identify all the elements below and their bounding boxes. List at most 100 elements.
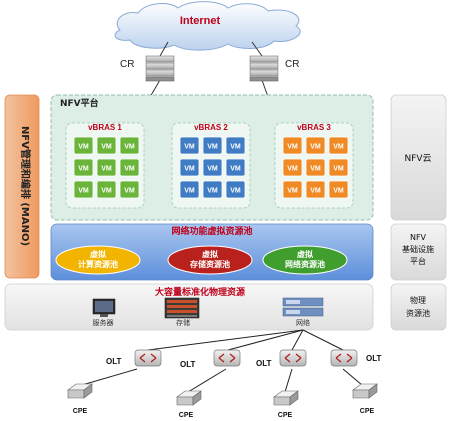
olt-node-3: OLT xyxy=(256,349,307,368)
vm-box: VM xyxy=(96,180,117,199)
vm-label: VM xyxy=(207,188,218,195)
vm-label: VM xyxy=(230,188,241,195)
vm-label: VM xyxy=(287,144,298,151)
cr-label-right: CR xyxy=(285,59,299,70)
olt-node-4: OLT xyxy=(330,349,382,367)
right-panel-physical-line2: 资源池 xyxy=(406,308,430,318)
vm-box: VM xyxy=(179,136,200,155)
cr-router-left xyxy=(145,55,175,82)
olt-label: OLT xyxy=(366,354,382,363)
vm-box: VM xyxy=(119,158,140,177)
right-panel-physical-line1: 物理 xyxy=(410,295,426,305)
vm-box: VM xyxy=(305,158,326,177)
right-panel-nfvi-line2: 基础设施 xyxy=(402,244,434,254)
vm-label: VM xyxy=(310,144,321,151)
vbras-label: vBRAS 3 xyxy=(297,123,331,132)
vm-label: VM xyxy=(184,166,195,173)
olt-label: OLT xyxy=(256,359,272,368)
server-label: 服务器 xyxy=(93,318,114,327)
olt-icon xyxy=(330,349,358,367)
vm-box: VM xyxy=(225,158,246,177)
cpe-label: CPE xyxy=(73,408,88,415)
vm-label: VM xyxy=(287,166,298,173)
vm-label: VM xyxy=(333,188,344,195)
vm-label: VM xyxy=(333,144,344,151)
cr-router-right xyxy=(249,55,279,82)
cr-label-left: CR xyxy=(120,59,134,70)
olt-icon xyxy=(213,349,241,367)
vm-box: VM xyxy=(328,158,349,177)
vm-label: VM xyxy=(184,144,195,151)
vm-label: VM xyxy=(124,188,135,195)
vm-box: VM xyxy=(282,180,303,199)
vm-box: VM xyxy=(202,158,223,177)
cpe-label: CPE xyxy=(360,408,375,415)
right-panel-nfv-cloud-label: NFV云 xyxy=(404,154,431,164)
right-panel-nfvi: NFV 基础设施 平台 xyxy=(390,223,447,281)
pool-item-line2: 存储资源池 xyxy=(189,259,230,269)
olt-label: OLT xyxy=(180,360,196,369)
vm-box: VM xyxy=(96,158,117,177)
vm-label: VM xyxy=(124,144,135,151)
cpe-node-3: CPE xyxy=(273,390,299,419)
right-panel-nfvi-line1: NFV xyxy=(410,233,427,242)
vm-box: VM xyxy=(96,136,117,155)
vm-box: VM xyxy=(202,180,223,199)
vm-label: VM xyxy=(333,166,344,173)
olt-node-2: OLT xyxy=(180,349,241,369)
vm-label: VM xyxy=(207,144,218,151)
cpe-label: CPE xyxy=(179,412,194,419)
vm-label: VM xyxy=(78,188,89,195)
vm-label: VM xyxy=(310,188,321,195)
vm-box: VM xyxy=(202,136,223,155)
vm-label: VM xyxy=(310,166,321,173)
vm-box: VM xyxy=(328,136,349,155)
vm-box: VM xyxy=(119,136,140,155)
vm-label: VM xyxy=(101,188,112,195)
vm-label: VM xyxy=(230,166,241,173)
vm-box: VM xyxy=(179,158,200,177)
pool-item-line1: 虚拟 xyxy=(90,249,106,259)
vm-box: VM xyxy=(282,136,303,155)
server-icon xyxy=(92,298,116,317)
vm-label: VM xyxy=(101,166,112,173)
internet-cloud: Internet xyxy=(114,1,301,51)
vm-box: VM xyxy=(119,180,140,199)
cpe-label: CPE xyxy=(278,412,293,419)
cpe-node-1: CPE xyxy=(67,383,93,415)
vm-label: VM xyxy=(207,166,218,173)
internet-label: Internet xyxy=(180,15,221,27)
right-panel-nfv-cloud: NFV云 xyxy=(390,94,447,221)
vm-box: VM xyxy=(305,136,326,155)
vbras-label: vBRAS 1 xyxy=(88,123,122,132)
vm-label: VM xyxy=(124,166,135,173)
vm-label: VM xyxy=(78,166,89,173)
olt-icon xyxy=(134,349,162,367)
vm-label: VM xyxy=(101,144,112,151)
nfv-platform-title: NFV平台 xyxy=(60,97,99,109)
vm-box: VM xyxy=(73,180,94,199)
vm-box: VM xyxy=(73,136,94,155)
vm-box: VM xyxy=(179,180,200,199)
vm-label: VM xyxy=(230,144,241,151)
storage-icon xyxy=(164,297,200,319)
network-label: 网络 xyxy=(296,318,310,327)
vm-label: VM xyxy=(78,144,89,151)
right-panel-nfvi-line3: 平台 xyxy=(410,256,426,266)
pool-item-line2: 计算资源池 xyxy=(78,259,118,269)
physical-title: 大容量标准化物理资源 xyxy=(155,286,245,298)
storage-label: 存储 xyxy=(176,318,190,327)
resource-pool-title: 网络功能虚拟资源池 xyxy=(171,225,252,237)
vm-box: VM xyxy=(225,136,246,155)
pool-item-line1: 虚拟 xyxy=(202,249,218,259)
vm-box: VM xyxy=(328,180,349,199)
core-links xyxy=(149,41,269,98)
cpe-node-4: CPE xyxy=(352,383,378,415)
